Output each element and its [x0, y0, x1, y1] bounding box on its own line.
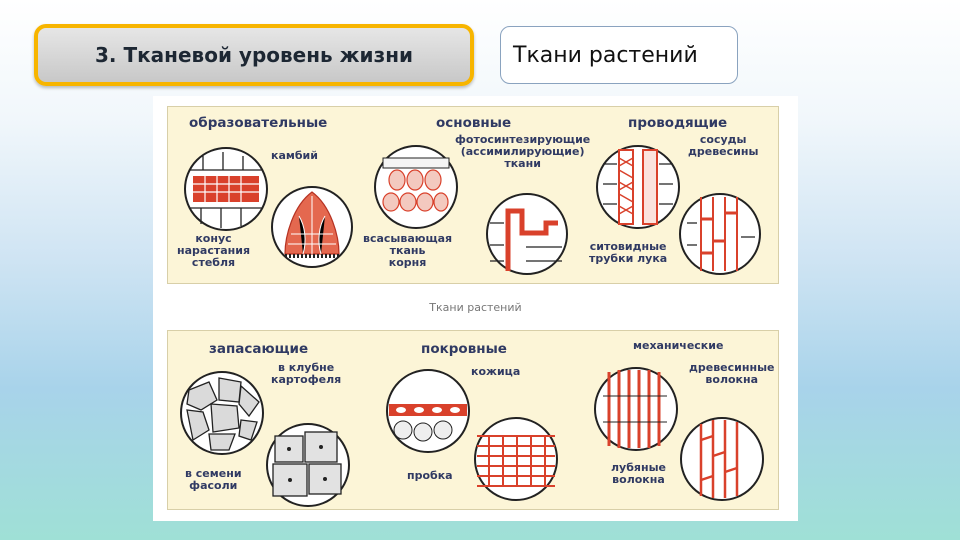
label-bean: в семени фасоли: [185, 467, 242, 493]
figure-caption: Ткани растений: [429, 301, 522, 314]
label-storage: запасающие: [209, 341, 309, 357]
growth-cone-drawing: [271, 186, 353, 268]
label-sieve: ситовидные трубки лука: [589, 240, 668, 266]
label-cambium: камбий: [271, 149, 318, 162]
slide-title-box: 3. Тканевой уровень жизни: [34, 24, 474, 86]
slide-title: 3. Тканевой уровень жизни: [94, 43, 414, 67]
wood-fibers-drawing: [680, 417, 764, 501]
label-potato: в клубне картофеля: [271, 361, 342, 387]
sieve-tubes-drawing: [679, 193, 761, 275]
label-cover: покровные: [421, 341, 507, 357]
subtitle-box: Ткани растений: [500, 26, 738, 84]
label-basic: основные: [436, 115, 512, 131]
label-wood-fibers: древесинные волокна: [689, 361, 775, 387]
photosynthetic-drawing: [374, 145, 458, 229]
subtitle-text: Ткани растений: [513, 42, 698, 68]
vessels-drawing: [596, 145, 680, 229]
label-absorbing: всасывающая ткань корня: [363, 232, 453, 270]
plant-tissues-figure: образовательные камбий конус нарастания …: [153, 96, 798, 521]
skin-drawing: [386, 369, 470, 453]
bast-fibers-drawing: [594, 367, 678, 451]
label-bast-fibers: лубяные волокна: [611, 461, 666, 487]
label-educational: образовательные: [189, 115, 328, 131]
label-skin: кожица: [471, 365, 521, 378]
label-photosynthetic: фотосинтезирующие (ассимилирующие) ткани: [455, 133, 591, 171]
cork-drawing: [474, 417, 558, 501]
cambium-drawing: [184, 147, 268, 231]
label-cork: пробка: [407, 469, 453, 482]
absorbing-root-drawing: [486, 193, 568, 275]
label-conducting: проводящие: [628, 115, 728, 131]
label-vessels: сосуды древесины: [688, 133, 759, 159]
label-growth-cone: конус нарастания стебля: [177, 232, 251, 270]
bean-seed-drawing: [266, 423, 350, 507]
potato-storage-drawing: [180, 371, 264, 455]
label-mechanical: механические: [633, 339, 724, 352]
